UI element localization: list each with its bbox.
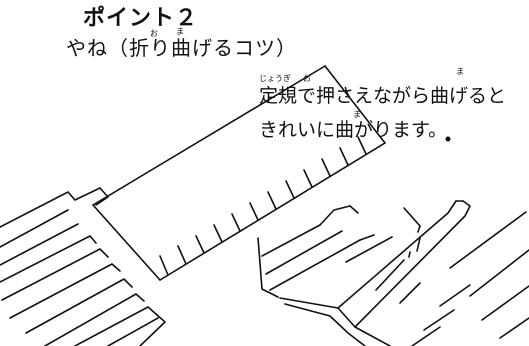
roof-sheet-right [257,200,529,346]
furigana-ma-note1: ま [456,67,464,76]
section-subtitle: やね（折り曲げるコツ） [66,36,297,60]
section-title: ポイント２ [83,6,199,31]
emphasis-dot [445,136,451,142]
instruction-line-1: 定規で押さえながら曲げると [259,85,507,107]
furigana-ma-title: ま [176,27,184,36]
furigana-ma-note2: ま [353,110,361,119]
furigana-ori: お [150,29,158,38]
instruction-line-2: きれいに曲がります。 [259,119,448,141]
furigana-osa: お [303,74,311,83]
roof-sheet-left [0,187,166,346]
ruler-drawing [92,65,386,281]
furigana-jougi: じょうぎ [259,74,291,83]
